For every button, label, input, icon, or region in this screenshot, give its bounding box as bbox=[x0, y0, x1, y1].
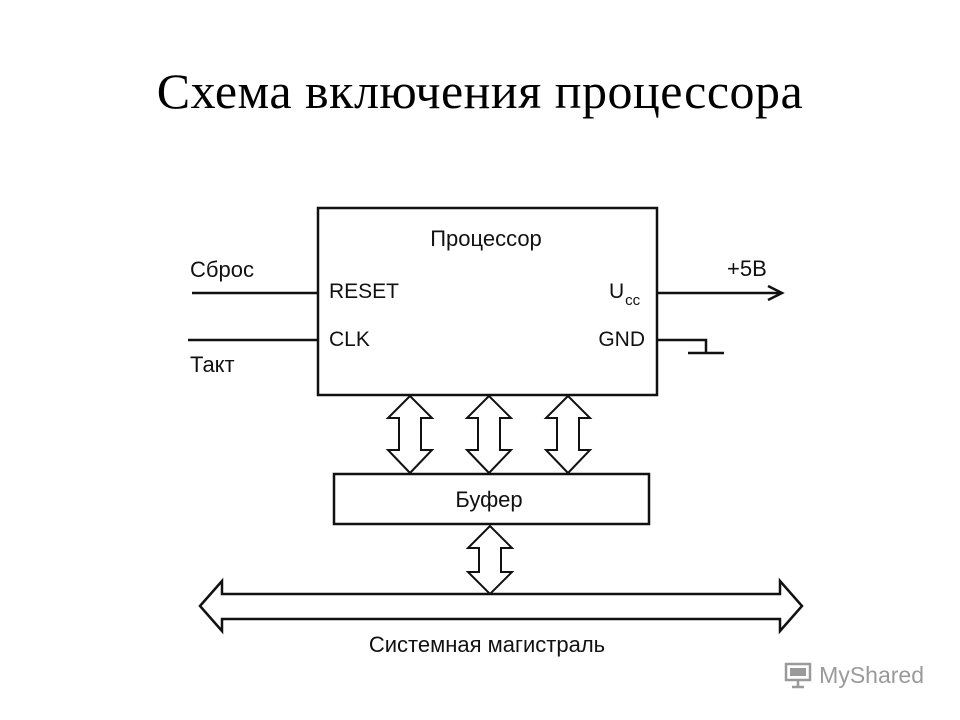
clock-signal-label: Такт bbox=[190, 352, 235, 377]
page-title: Схема включения процессора bbox=[156, 63, 804, 119]
reset-signal-label: Сброс bbox=[190, 257, 254, 282]
bus-arrow-3 bbox=[543, 394, 593, 475]
projector-screen-icon bbox=[784, 662, 812, 689]
system-bus-arrow bbox=[198, 577, 804, 635]
processor-block bbox=[316, 206, 659, 397]
power-output-label: +5В bbox=[727, 256, 767, 281]
power-output-arrow bbox=[657, 284, 785, 302]
bus-arrow-2 bbox=[464, 394, 514, 475]
bus-arrow-1 bbox=[385, 394, 435, 475]
processor-label: Процессор bbox=[430, 226, 542, 251]
ground-symbol bbox=[657, 338, 724, 355]
system-bus-label: Системная магистраль bbox=[369, 632, 605, 657]
pin-ucc-label: Ucc bbox=[609, 280, 641, 309]
pin-reset-label: RESET bbox=[329, 280, 399, 303]
watermark: MyShared bbox=[783, 660, 924, 690]
pin-gnd-label: GND bbox=[598, 328, 645, 351]
pin-clk-label: CLK bbox=[329, 328, 370, 351]
buffer-bus-arrow bbox=[465, 524, 515, 596]
buffer-block bbox=[332, 472, 651, 526]
buffer-label: Буфер bbox=[455, 487, 522, 512]
watermark-text: MyShared bbox=[819, 661, 924, 688]
